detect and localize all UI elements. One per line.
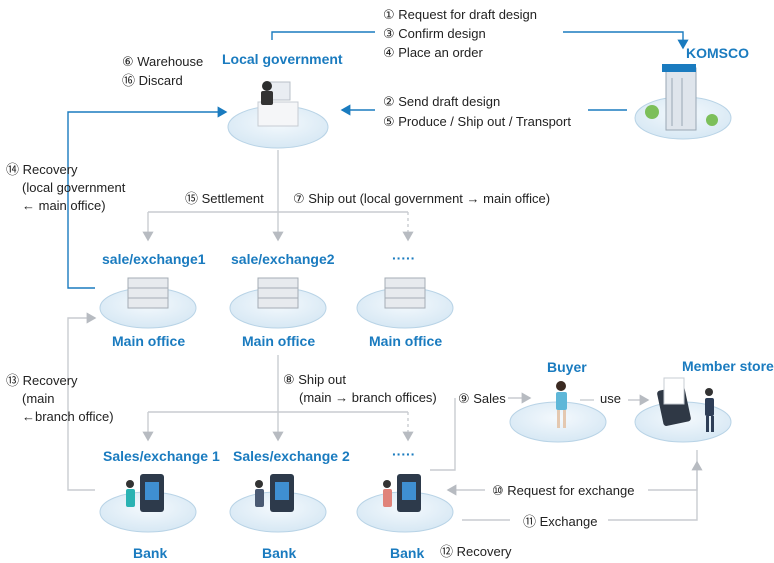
step-1-label: ① Request for draft design: [383, 7, 538, 22]
step-2-label: ② Send draft design: [383, 94, 501, 109]
step-5-label: ⑤ Produce / Ship out / Transport: [383, 114, 571, 129]
buyer-title: Buyer: [547, 359, 587, 375]
komsco-title: KOMSCO: [686, 45, 749, 61]
komsco-node: [634, 64, 732, 140]
step-11-label: ⑪ Exchange: [523, 514, 598, 529]
arrow-ship-out-8: [142, 355, 414, 442]
step-8-label-line2: (main → branch offices): [299, 390, 437, 405]
sale-exchange2-title: sale/exchange2: [231, 251, 335, 267]
step-13-label-line3: ←branch office): [22, 409, 114, 424]
step-10-label: ⑩ Request for exchange: [492, 483, 635, 498]
main-office-1-node: [99, 277, 197, 329]
buyer-node: [509, 381, 607, 443]
bank-3-title: Bank: [390, 545, 425, 561]
member-store-title: Member store: [682, 358, 774, 374]
arrow-recovery-14: [67, 106, 228, 289]
local-government-title: Local government: [222, 51, 343, 67]
main-office-2-node: [229, 277, 327, 329]
main-office-3-title: Main office: [369, 333, 443, 349]
sale-exchange1-title: sale/exchange1: [102, 251, 206, 267]
arrow-ship-out-7: [142, 150, 414, 242]
bank-2-title: Bank: [262, 545, 297, 561]
step-14-label-line2: (local government: [22, 180, 126, 195]
sales-exchange-2-title: Sales/exchange 2: [233, 448, 350, 464]
main-office-1-title: Main office: [112, 333, 186, 349]
arrow-recovery-13: [67, 312, 97, 491]
arrow-sales-9: [430, 398, 456, 471]
sales-exchange-1-title: Sales/exchange 1: [103, 448, 220, 464]
step-9-label: ⑨ Sales: [458, 391, 506, 406]
bank-3-node: [356, 474, 454, 533]
bank-1-title: Bank: [133, 545, 168, 561]
step-7-label: ⑦ Ship out (local government → main offi…: [293, 191, 551, 206]
step-4-label: ④ Place an order: [383, 45, 483, 60]
step-13-label-line1: ⑬ Recovery: [6, 373, 78, 388]
main-office-2-title: Main office: [242, 333, 316, 349]
member-store-node: [634, 377, 732, 443]
use-label: use: [600, 391, 621, 406]
step-12-label: ⑫ Recovery: [440, 544, 512, 559]
step-3-label: ③ Confirm design: [383, 26, 486, 41]
arrow-exchange-11: [462, 460, 703, 521]
sale-exchange-ellipsis: ·····: [392, 250, 416, 266]
step-14-label-line3: ← main office): [22, 198, 106, 213]
bank-1-node: [99, 474, 197, 533]
local-government-node: [227, 81, 329, 149]
sales-exchange-ellipsis: ·····: [392, 446, 416, 462]
bank-2-node: [229, 474, 327, 533]
step-14-label-line1: ⑭ Recovery: [6, 162, 78, 177]
arrow-request-to-komsco: [271, 31, 689, 50]
step-8-label-line1: ⑧ Ship out: [283, 372, 346, 387]
step-15-label: ⑮ Settlement: [185, 191, 264, 206]
step-6-label: ⑥ Warehouse: [122, 54, 204, 69]
step-16-label: ⑯ Discard: [122, 73, 183, 88]
step-13-label-line2: (main: [22, 391, 55, 406]
main-office-3-node: [356, 277, 454, 329]
